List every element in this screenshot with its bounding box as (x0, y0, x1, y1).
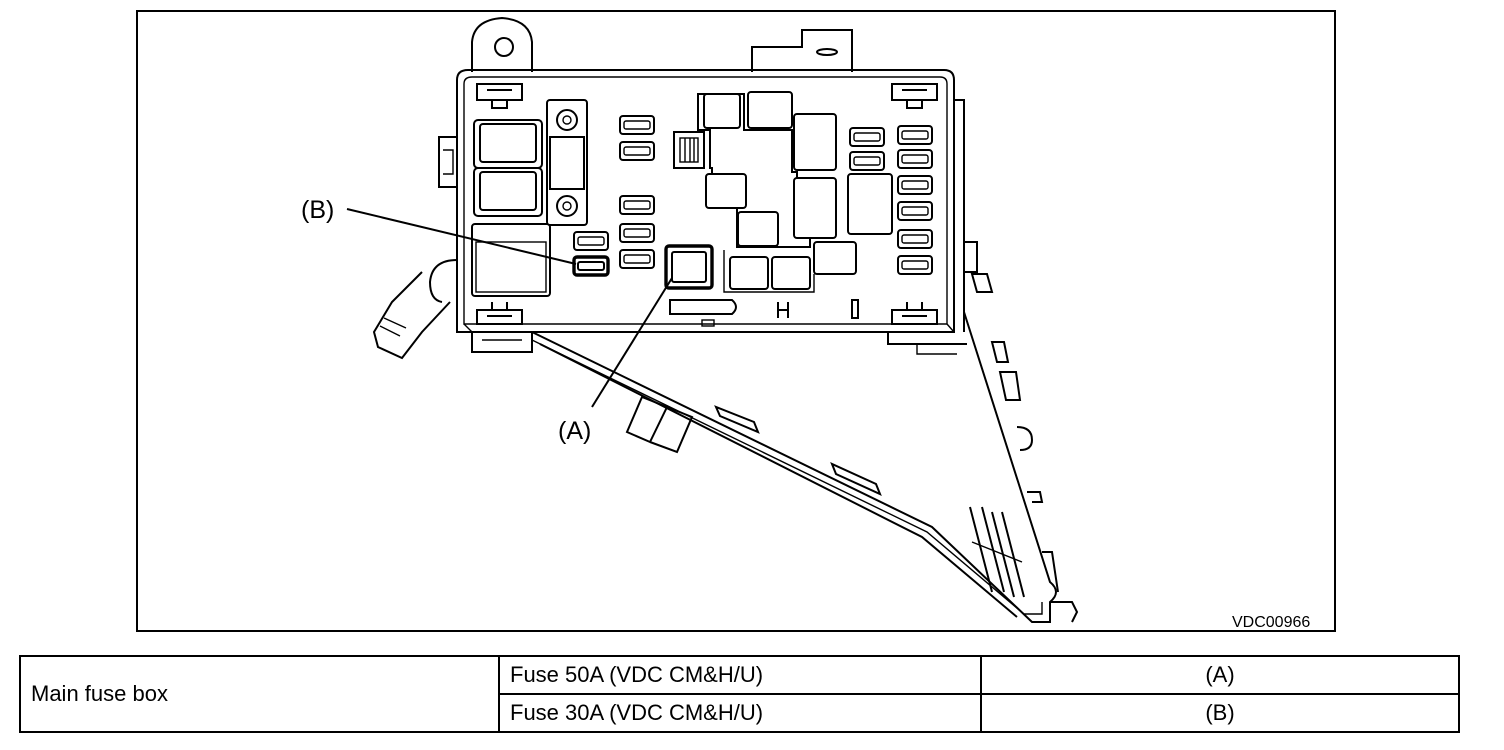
fuse-a-50a (664, 244, 714, 290)
fuse-box-housing (456, 69, 965, 333)
left-relays (471, 119, 551, 297)
main-fusible-link (546, 99, 588, 226)
blade-fuses-right (849, 125, 933, 275)
callout-label-b: (B) (301, 196, 334, 224)
blade-fuses-center (573, 115, 655, 269)
mounting-bracket (531, 241, 1079, 623)
component-cell: Main fuse box (19, 655, 500, 733)
leader-line-b (346, 208, 577, 265)
bottom-bracket (471, 332, 967, 355)
ref-cell: (A) (980, 655, 1460, 695)
fuse-cell: Fuse 50A (VDC CM&H/U) (498, 655, 982, 695)
figure-code: VDC00966 (1232, 614, 1310, 630)
leader-line-a (591, 277, 673, 408)
fuse-b-30a (572, 255, 610, 277)
harness-connector (372, 259, 458, 360)
corner-latches (476, 83, 938, 325)
center-relays (697, 91, 893, 293)
ref-cell: (B) (980, 693, 1460, 733)
fuse-location-table: Main fuse box Fuse 50A (VDC CM&H/U) (A) … (19, 655, 1460, 733)
left-side-clip (438, 136, 457, 188)
table-row: Fuse 30A (VDC CM&H/U) (B) (20, 693, 1460, 733)
bottom-details (669, 299, 859, 327)
fuse-cell: Fuse 30A (VDC CM&H/U) (498, 693, 982, 733)
top-mounting-tab (471, 16, 853, 72)
table-row: Main fuse box Fuse 50A (VDC CM&H/U) (A) (19, 655, 1460, 733)
callout-label-a: (A) (558, 417, 591, 445)
fuse-box-diagram: (B) (A) VDC00966 (136, 10, 1336, 632)
diode-connector (673, 131, 705, 169)
